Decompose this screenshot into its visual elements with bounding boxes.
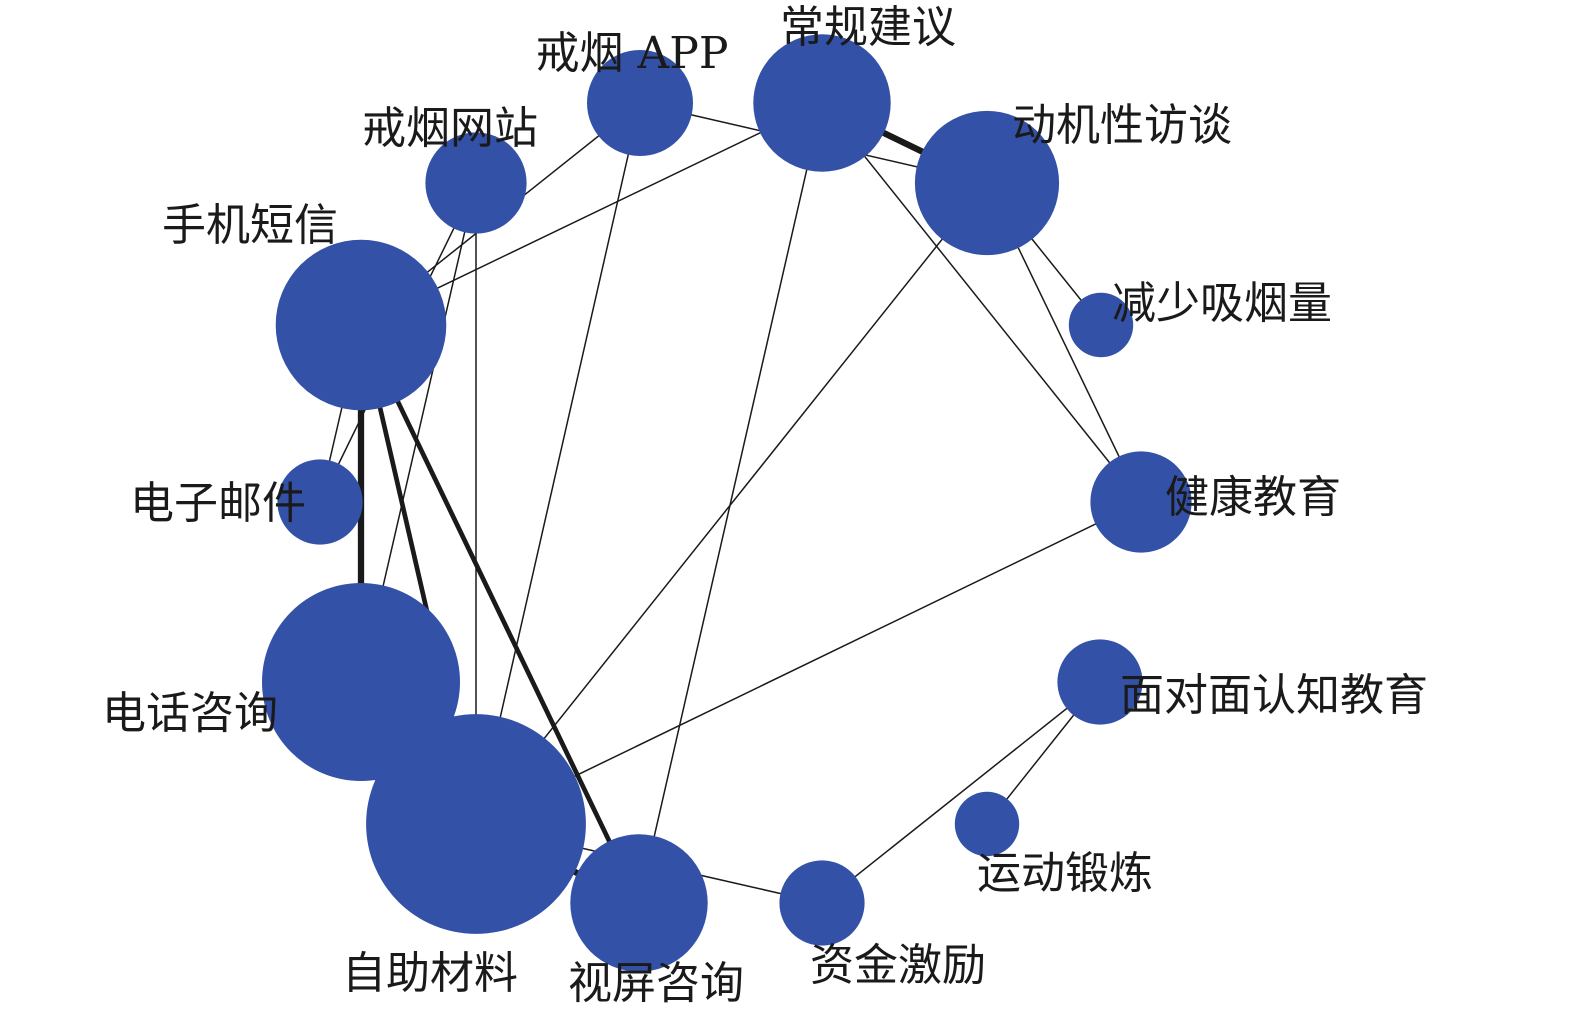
node-label-routine: 常规建议 xyxy=(780,2,956,53)
node-label-finance: 资金激励 xyxy=(810,940,986,991)
node-label-health: 健康教育 xyxy=(1165,472,1341,523)
node-exercise xyxy=(954,791,1020,857)
node-health xyxy=(1090,451,1192,553)
edge-routine-health xyxy=(821,102,1142,503)
edge-health-selfhelp xyxy=(475,501,1142,825)
edge-routine-video xyxy=(638,102,823,904)
node-app xyxy=(587,50,693,156)
node-label-video: 视屏咨询 xyxy=(568,958,744,1009)
edge-mi-selfhelp xyxy=(475,182,988,825)
node-web xyxy=(425,132,527,234)
node-label-web: 戒烟网站 xyxy=(362,103,538,154)
node-label-sms: 手机短信 xyxy=(162,200,338,251)
node-video xyxy=(570,834,708,972)
node-label-email: 电子邮件 xyxy=(130,478,306,529)
node-label-phone: 电话咨询 xyxy=(102,688,278,739)
node-finance xyxy=(779,860,865,946)
node-f2f xyxy=(1057,639,1143,725)
node-label-app: 戒烟 APP xyxy=(536,28,729,79)
node-label-selfhelp: 自助材料 xyxy=(342,948,518,999)
node-label-mi: 动机性访谈 xyxy=(1012,100,1232,151)
node-mi xyxy=(914,110,1060,256)
node-phone xyxy=(262,583,460,781)
nodes-layer xyxy=(262,34,1192,972)
edge-sms-video xyxy=(358,322,642,906)
node-email xyxy=(277,459,363,545)
node-routine xyxy=(753,34,891,172)
node-reduce xyxy=(1068,292,1134,358)
edge-app-selfhelp xyxy=(475,102,641,825)
node-label-reduce: 减少吸烟量 xyxy=(1112,278,1332,329)
node-selfhelp xyxy=(366,714,586,934)
node-label-exercise: 运动锻炼 xyxy=(977,848,1153,899)
node-sms xyxy=(275,239,447,411)
node-label-f2f: 面对面认知教育 xyxy=(1120,670,1428,721)
edge-f2f-finance xyxy=(821,681,1101,904)
